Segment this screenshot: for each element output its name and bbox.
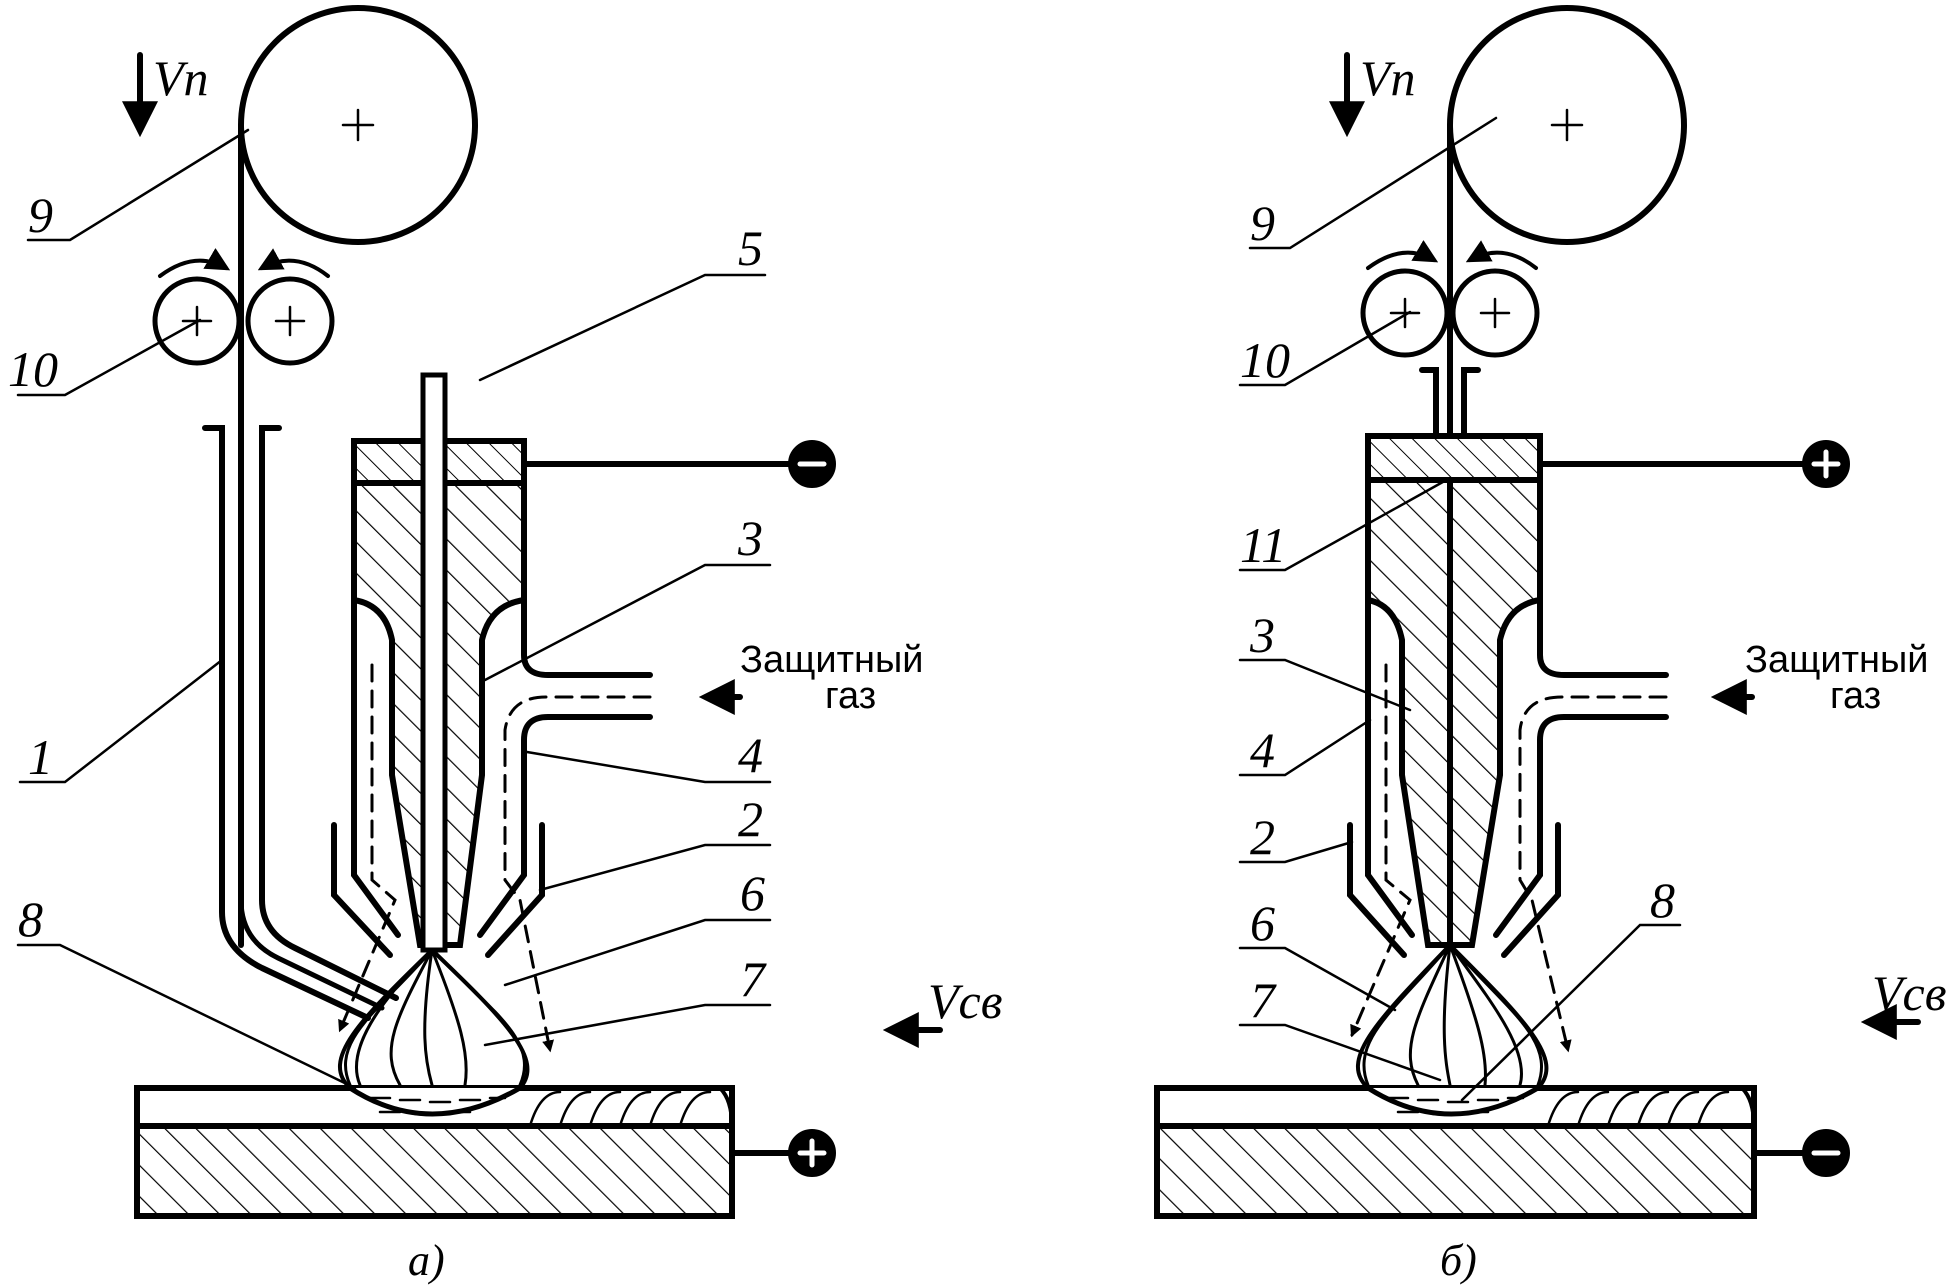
leader-line — [483, 563, 772, 682]
diagram-a: 9 10 1 5 3 4 2 6 7 8 Vn Vсв Защитный газ… — [8, 5, 1002, 1285]
label-6: 6 — [1250, 895, 1275, 951]
gas-nozzle-left — [331, 822, 393, 958]
label-10: 10 — [1240, 332, 1290, 388]
torch-cap — [1365, 433, 1543, 483]
label-7: 7 — [1250, 972, 1277, 1028]
label-11: 11 — [1240, 517, 1286, 573]
wire-guide-stub — [1419, 367, 1481, 437]
leader-line — [26, 128, 250, 242]
wire-guide-tube — [259, 425, 399, 1001]
label-4: 4 — [738, 727, 763, 783]
shield-gas-flow — [1350, 663, 1412, 1038]
welding-speed-label: Vсв — [928, 973, 1002, 1029]
weld-bead — [1536, 1086, 1756, 1128]
gas-channel-wall-right — [1493, 714, 1669, 938]
label-9: 9 — [28, 187, 53, 243]
caption-a: а) — [408, 1236, 445, 1285]
leader-line — [503, 918, 772, 987]
welding-speed-label: Vсв — [1872, 965, 1946, 1021]
spool-center-icon — [1550, 108, 1584, 142]
shielding-gas-label: Защитный — [740, 639, 924, 681]
leader-line — [1238, 718, 1372, 777]
rotation-arrow-icon — [1366, 239, 1439, 270]
leader-line — [16, 318, 202, 397]
torch-body — [1365, 477, 1543, 948]
shielding-gas-label: газ — [1830, 675, 1881, 717]
gas-channel-wall-right — [477, 714, 653, 938]
leader-line — [1238, 310, 1412, 387]
caption-b: б) — [1440, 1236, 1477, 1285]
leader-line — [538, 843, 772, 892]
leader-line — [1460, 923, 1682, 1102]
label-8: 8 — [18, 891, 43, 947]
label-5: 5 — [738, 220, 763, 276]
workpiece-base — [1154, 1123, 1757, 1219]
label-7: 7 — [740, 951, 767, 1007]
tungsten-electrode — [420, 372, 448, 953]
leader-line — [483, 1003, 772, 1047]
diagram-b: 9 10 11 3 4 2 6 7 8 Vn Vсв Защитный газ … — [1154, 5, 1946, 1285]
wire-feed-speed-label: Vn — [1360, 50, 1416, 106]
leader-line — [1238, 1023, 1442, 1082]
leader-line — [18, 658, 224, 784]
shielding-gas-label: Защитный — [1745, 639, 1929, 681]
label-4: 4 — [1250, 722, 1275, 778]
rotation-arrow-icon — [257, 248, 330, 278]
rotation-arrow-icon — [1465, 240, 1538, 270]
label-3: 3 — [1249, 607, 1275, 663]
gas-nozzle-left — [1347, 822, 1407, 958]
leader-line — [1238, 476, 1452, 572]
workpiece-base — [134, 1123, 735, 1219]
label-10: 10 — [8, 341, 58, 397]
label-6: 6 — [740, 865, 765, 921]
leader-line — [1238, 946, 1397, 1012]
gas-channel-wall-right — [521, 597, 653, 678]
gas-channel-wall-left — [1365, 597, 1415, 938]
weld-bead — [518, 1086, 734, 1128]
leader-line — [1248, 116, 1498, 250]
gas-nozzle-right — [1501, 822, 1561, 958]
leader-line — [525, 750, 772, 784]
leader-line — [16, 943, 357, 1090]
gas-channel-wall-left — [351, 597, 401, 938]
wire-feed-speed-label: Vn — [153, 50, 209, 106]
wire-guide-tube — [202, 425, 371, 1021]
gas-channel-wall-right — [1537, 597, 1669, 678]
label-9: 9 — [1250, 195, 1275, 251]
roller-center-icon — [1389, 297, 1511, 329]
leader-line — [478, 273, 767, 382]
leader-line — [1238, 658, 1412, 712]
label-2: 2 — [1250, 809, 1275, 865]
gas-nozzle-right — [485, 822, 545, 958]
shielding-gas-label: газ — [825, 675, 876, 717]
label-3: 3 — [737, 510, 763, 566]
label-8: 8 — [1650, 872, 1675, 928]
label-2: 2 — [738, 791, 763, 847]
shield-gas-flow — [338, 663, 397, 1033]
leader-line — [1238, 840, 1354, 864]
shield-gas-flow — [503, 695, 652, 1053]
shield-gas-flow — [1518, 695, 1668, 1053]
plus-icon — [797, 1138, 827, 1168]
label-1: 1 — [28, 729, 53, 785]
plus-icon — [1811, 449, 1841, 479]
spool-center-icon — [341, 108, 375, 142]
rotation-arrow-icon — [158, 247, 231, 278]
